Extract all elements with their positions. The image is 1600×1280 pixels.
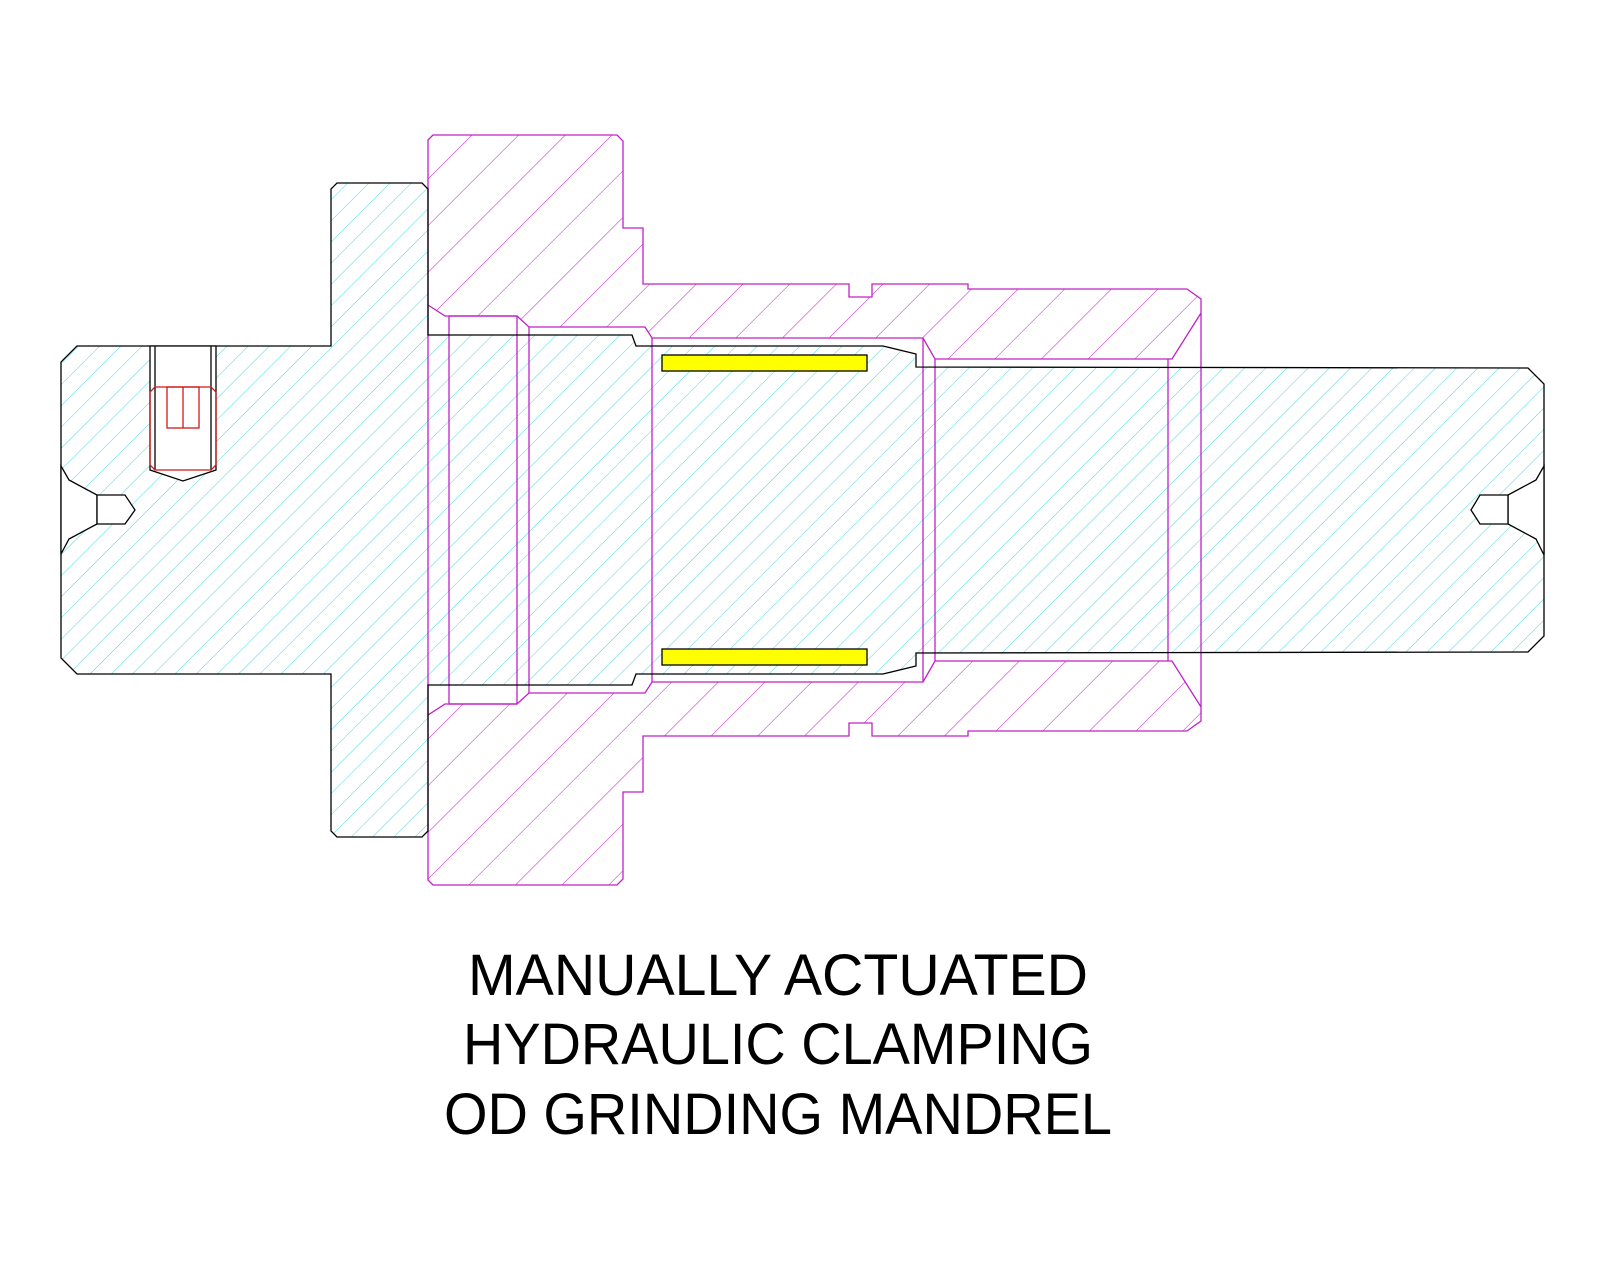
center-hole-right	[1470, 463, 1545, 556]
sleeve-inner-lines	[448, 315, 1169, 705]
mandrel-body	[61, 183, 1544, 837]
clamping-sleeve	[427, 134, 1202, 886]
center-hole-left	[60, 463, 136, 555]
seal-upper	[661, 354, 868, 372]
seal-lower	[661, 648, 868, 666]
drawing-title: MANUALLY ACTUATED HYDRAULIC CLAMPING OD …	[444, 943, 1112, 1147]
title-line-1: MANUALLY ACTUATED	[468, 943, 1088, 1008]
title-line-3: OD GRINDING MANDREL	[444, 1082, 1112, 1147]
set-screw	[149, 386, 217, 471]
title-line-2: HYDRAULIC CLAMPING	[463, 1012, 1093, 1077]
mandrel-outline	[60, 182, 1545, 838]
